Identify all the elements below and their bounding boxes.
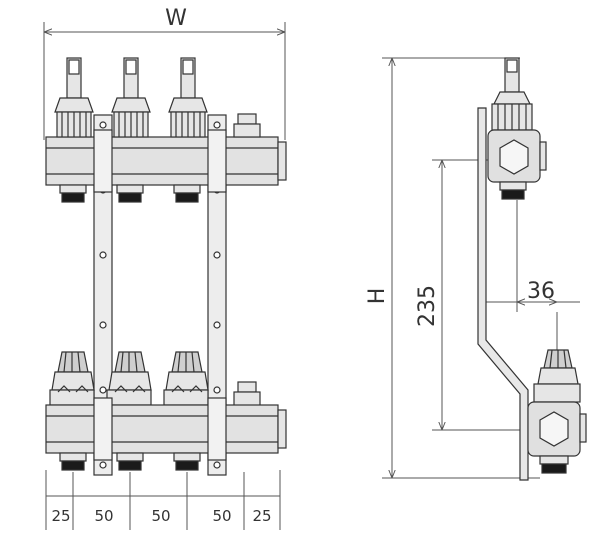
bottom-valves bbox=[49, 351, 261, 407]
width-dimension bbox=[43, 22, 286, 140]
dim-label-3: 50 bbox=[151, 507, 170, 525]
front-view bbox=[43, 22, 287, 530]
top-manifold-bar bbox=[45, 129, 287, 193]
dim-label-5: 25 bbox=[252, 507, 271, 525]
bottom-valve-1 bbox=[49, 351, 95, 406]
dim-label-1: 25 bbox=[51, 507, 70, 525]
mounting-bracket bbox=[477, 107, 529, 481]
bottom-valve-2 bbox=[106, 351, 152, 406]
top-valves bbox=[54, 57, 261, 138]
top-valve-2 bbox=[111, 57, 151, 138]
bottom-valve-3 bbox=[163, 351, 209, 406]
bottom-outlets bbox=[59, 452, 201, 471]
height-label: H bbox=[365, 288, 390, 305]
top-valve-3 bbox=[168, 57, 208, 138]
width-label: W bbox=[165, 6, 187, 31]
bottom-air-vent bbox=[233, 381, 261, 407]
top-valve-1 bbox=[54, 57, 94, 138]
side-view bbox=[382, 57, 587, 481]
height-dimension bbox=[382, 57, 540, 479]
bottom-dimension-chain bbox=[45, 470, 281, 530]
bottom-manifold-bar bbox=[45, 397, 287, 461]
upper-manifold-section bbox=[487, 57, 547, 200]
top-outlets bbox=[59, 184, 201, 203]
lower-manifold-section bbox=[527, 349, 587, 474]
top-air-vent bbox=[233, 113, 261, 138]
dim-label-4: 50 bbox=[212, 507, 231, 525]
spacing-label: 235 bbox=[415, 285, 440, 327]
dim-label-2: 50 bbox=[94, 507, 113, 525]
offset-label: 36 bbox=[527, 279, 555, 304]
